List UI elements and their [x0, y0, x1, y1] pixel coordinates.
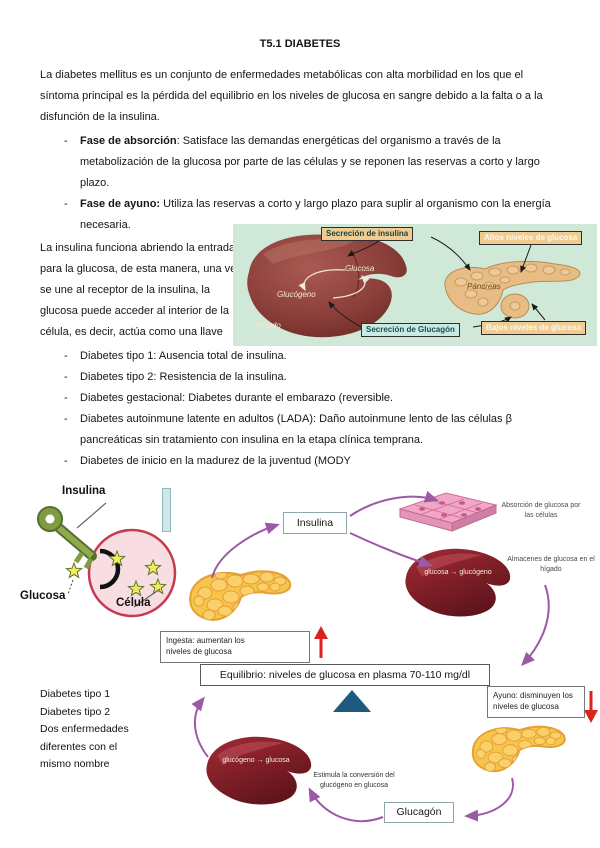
type-text: Diabetes tipo 1: Ausencia total de insul… [80, 350, 287, 362]
type-text: Diabetes de inicio en la madurez de la j… [80, 455, 351, 467]
insulina-box: Insulina [283, 512, 347, 534]
decorative-bar [162, 488, 171, 532]
glucosa-label: Glucosa [345, 264, 375, 273]
glucosa-pointer-line [67, 579, 74, 595]
cell-icon [87, 528, 177, 618]
type-text: Diabetes gestacional: Diabetes durante e… [80, 392, 394, 404]
list-item: - Fase de absorción: Satisface las deman… [40, 131, 560, 194]
figure1-arrows [328, 236, 546, 328]
list-item: -Diabetes tipo 2: Resistencia de la insu… [40, 367, 560, 388]
absorcion-label: Absorción de glucosa por las células [501, 502, 581, 519]
list-dash: - [64, 413, 68, 425]
list-item: -Diabetes autoinmune latente en adultos … [40, 409, 560, 451]
list-dash: - [64, 350, 68, 362]
page-title: T5.1 DIABETES [259, 38, 341, 50]
list-dash: - [64, 135, 68, 147]
figure-insulin-secretion: Secreción de insulina Altos niveles de g… [233, 224, 597, 346]
glucose-cycle-diagram: Insulina Glucosa Célula Insulina Absorci… [0, 485, 600, 848]
decrease-arrow-icon [584, 691, 598, 723]
list-dash: - [64, 455, 68, 467]
celula-pointer-line [133, 588, 161, 608]
list-dash: - [64, 392, 68, 404]
pancreas-icon [444, 260, 581, 319]
tissue-icon [398, 492, 498, 532]
ayuno-box: Ayuno: disminuyen los niveles de glucosa [487, 686, 585, 718]
insulina-label: Insulina [62, 485, 106, 497]
cell-keyhole-notch [99, 548, 121, 590]
note-line: Diabetes tipo 1 [40, 688, 111, 700]
liver-bottom-icon [206, 736, 312, 805]
type-text: Diabetes autoinmune latente en adultos (… [80, 413, 512, 446]
note-line: Dos enfermedades [40, 723, 129, 735]
pancreas-top-icon [190, 571, 290, 620]
phase-term: Fase de ayuno: [80, 198, 161, 210]
insulina-pointer-line [76, 502, 107, 529]
list-dash: - [64, 371, 68, 383]
key-cell-drawing [37, 502, 177, 618]
list-item: -Diabetes de inicio en la madurez de la … [40, 451, 560, 472]
glucagon-box: Glucagón [384, 802, 454, 823]
diabetes-types-list: -Diabetes tipo 1: Ausencia total de insu… [0, 346, 600, 472]
glucosa-label: Glucosa [20, 590, 66, 602]
liver-release-text: glucógeno → glucosa [222, 757, 290, 764]
insulin-paragraph: La insulina funciona abriendo la entrada… [40, 242, 242, 338]
glucogeno-label: Glucógeno [277, 290, 316, 299]
note-line: diferentes con el [40, 740, 118, 753]
ingesta-text: Ingesta: aumentan los niveles de glucosa [166, 636, 245, 656]
note-line: mismo nombre [40, 758, 110, 770]
ayuno-text: Ayuno: disminuyen los niveles de glucosa [493, 691, 573, 711]
increase-arrow-icon [314, 626, 328, 658]
cycle-arrows [191, 491, 550, 823]
liver-store-text: glucosa → glucógeno [424, 569, 492, 576]
higado-label: Hígado [255, 321, 281, 330]
liver-icon [247, 234, 407, 338]
note-line: Diabetes tipo 2 [40, 705, 111, 718]
figure1-illustration [247, 234, 581, 338]
teal-triangle-icon [333, 690, 371, 712]
secrecion-insulina-label: Secreción de insulina [321, 227, 414, 241]
glucose-star-icon [65, 562, 83, 578]
insulin-key-illustration: Insulina Glucosa Célula [20, 485, 185, 625]
list-dash: - [64, 198, 68, 210]
list-item: - Fase de ayuno: Utiliza las reservas a … [40, 194, 560, 236]
phase-desc: : Satisface las demandas energéticas del… [80, 135, 540, 189]
side-note: Diabetes tipo 1 Diabetes tipo 2 Dos enfe… [40, 686, 160, 774]
key-icon [37, 506, 97, 570]
pancreas-bottom-icon [473, 726, 565, 771]
estimula-label: Estimula la conversión del glucógeno en … [313, 772, 395, 789]
secrecion-glucagon-label: Secreción de Glucagón [361, 323, 460, 337]
phase-desc: Utiliza las reservas a corto y largo pla… [80, 198, 551, 231]
phases-list: - Fase de absorción: Satisface las deman… [0, 131, 600, 236]
altos-niveles-label: Altos niveles de glucosa [479, 231, 583, 245]
liver-right-icon [405, 548, 511, 617]
celula-label: Célula [116, 597, 151, 609]
list-item: -Diabetes tipo 1: Ausencia total de insu… [40, 346, 560, 367]
bajos-niveles-label: Bajos niveles de glucosa [481, 321, 587, 335]
ingesta-box: Ingesta: aumentan los niveles de glucosa [160, 631, 310, 663]
almacenes-label: Almacenes de glucosa en el hígado [507, 556, 595, 573]
list-item: -Diabetes gestacional: Diabetes durante … [40, 388, 560, 409]
cycle-illustration [0, 491, 598, 823]
equilibrio-box: Equilibrio: niveles de glucosa en plasma… [200, 664, 490, 686]
type-text: Diabetes tipo 2: Resistencia de la insul… [80, 371, 287, 383]
intro-paragraph: La diabetes mellitus es un conjunto de e… [40, 69, 543, 123]
phase-term: Fase de absorción [80, 135, 177, 147]
pancreas-label: Páncreas [467, 282, 501, 291]
